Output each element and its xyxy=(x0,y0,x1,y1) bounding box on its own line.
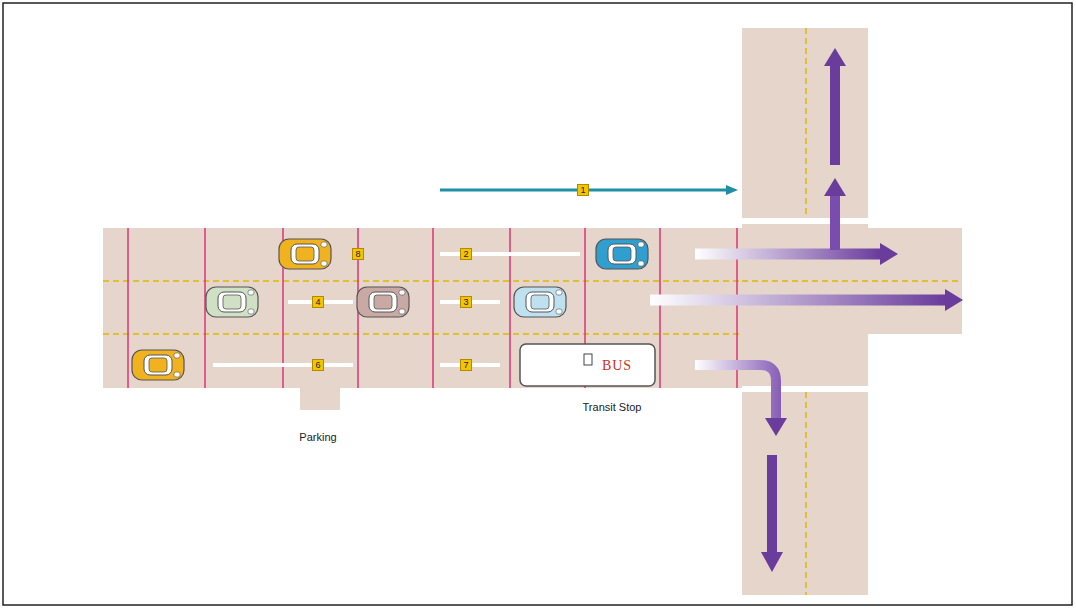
car-icon xyxy=(206,287,258,317)
callout-number: 8 xyxy=(352,248,363,260)
car-icon xyxy=(514,287,566,317)
car-icon xyxy=(357,287,409,317)
car-icon xyxy=(596,239,648,269)
bus-lettering: BUS xyxy=(602,358,632,374)
callout-number: 1 xyxy=(577,184,588,196)
callout-number: 3 xyxy=(460,296,471,308)
callout-number: 4 xyxy=(312,296,323,308)
lane-tick xyxy=(432,228,434,388)
car-icon xyxy=(279,239,331,269)
stop-label: Transit Stop xyxy=(583,401,642,413)
callout-number: 6 xyxy=(312,359,323,371)
lane-tick xyxy=(127,228,129,388)
callout-number: 2 xyxy=(460,248,471,260)
parking-label: Parking xyxy=(299,431,336,443)
callout-number: 7 xyxy=(460,359,471,371)
lane-tick xyxy=(659,228,661,388)
car-icon xyxy=(132,350,184,380)
